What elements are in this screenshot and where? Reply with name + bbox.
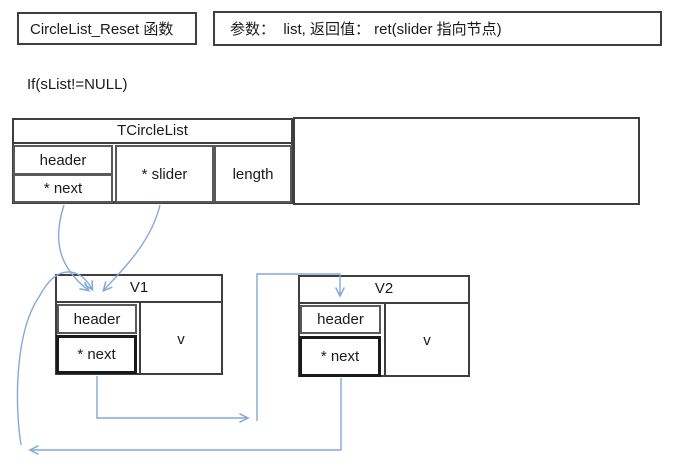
condition-text: If(sList!=NULL) [27, 76, 128, 93]
tcirclelist-slider-cell: * slider [115, 145, 214, 203]
function-title-box: CircleList_Reset 函数 [17, 12, 197, 45]
node-v2-title-label: V2 [374, 280, 394, 297]
node-v2-header-cell: header [300, 305, 381, 334]
tcirclelist-next-cell: * next [13, 174, 113, 203]
empty-memory-box [293, 117, 640, 205]
tcirclelist-title-row: TCircleList [12, 118, 293, 144]
arrow-v1-next-out [96, 376, 250, 424]
node-v2-next-cell: * next [299, 336, 381, 377]
node-v2-header-label: header [317, 311, 364, 328]
tcirclelist-length-label: length [232, 165, 274, 183]
node-v1-header-label: header [73, 310, 121, 328]
params-label: 参数： list, 返回值： ret(slider 指向节点) [230, 21, 502, 38]
node-v1-next-label: * next [77, 346, 116, 363]
node-v2-value-label: v [423, 332, 431, 349]
params-box: 参数： list, 返回值： ret(slider 指向节点) [213, 11, 662, 46]
tcirclelist-title-label: TCircleList [117, 121, 188, 139]
tcirclelist-next-label: * next [43, 180, 83, 197]
node-v1-title-label: V1 [129, 279, 149, 296]
function-title-label: CircleList_Reset 函数 [30, 21, 174, 38]
tcirclelist-slider-label: * slider [141, 165, 188, 183]
node-v1-divider [139, 303, 141, 375]
tcirclelist-header-cell: header [13, 145, 113, 175]
tcirclelist-length-cell: length [214, 145, 292, 203]
node-v2-next-label: * next [320, 348, 360, 365]
node-v1-next-cell: * next [56, 335, 137, 374]
node-v1-title-row: V1 [55, 274, 223, 303]
node-v2-title-row: V2 [298, 275, 470, 304]
node-v2-divider [384, 304, 386, 377]
node-v1-value-label: v [177, 330, 185, 348]
tcirclelist-header-label: header [39, 151, 87, 169]
arrow-v2-next-out [28, 378, 342, 456]
node-v1-value-cell: v [139, 303, 223, 375]
node-v2-value-cell: v [384, 304, 470, 377]
node-v1-header-cell: header [57, 304, 137, 334]
